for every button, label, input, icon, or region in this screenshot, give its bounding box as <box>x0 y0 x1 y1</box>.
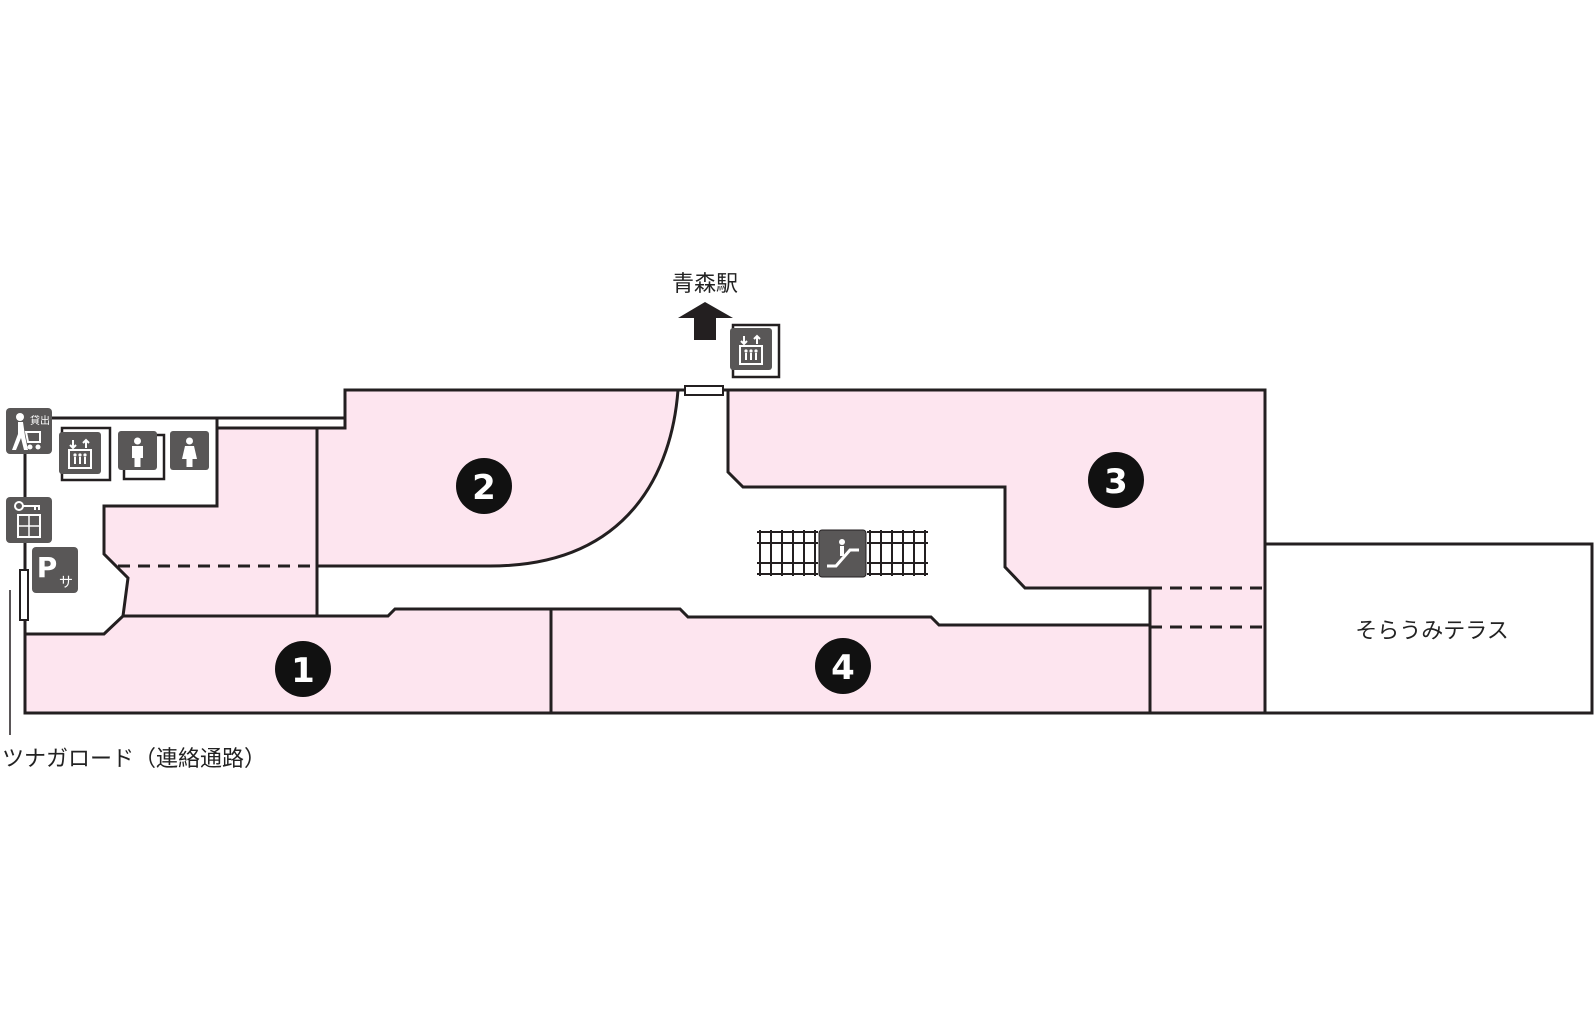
restroom-block <box>25 416 219 506</box>
shop-number-2: 2 <box>472 468 496 508</box>
connector-label: ツナガロード（連絡通路） <box>2 747 266 772</box>
stroller-rental-text: 貸出 <box>30 414 50 427</box>
terrace-label: そらうみテラス <box>1355 619 1509 644</box>
coin-locker-icon[interactable] <box>6 497 52 543</box>
women-restroom-icon[interactable] <box>170 431 209 470</box>
shop-marker-1[interactable]: 1 <box>275 641 331 697</box>
dashed-boundaries <box>118 564 1265 629</box>
up-arrow-icon <box>678 302 733 340</box>
stroller-rental-icon[interactable]: 貸出 <box>6 408 52 454</box>
elevator-icon[interactable] <box>729 323 781 379</box>
elevator-icon[interactable] <box>58 426 112 482</box>
shop-marker-3[interactable]: 3 <box>1088 452 1144 508</box>
shop-number-4: 4 <box>831 648 855 688</box>
terrace-area[interactable]: そらうみテラス <box>1263 542 1594 715</box>
escalator-icon <box>818 529 867 578</box>
shop-marker-4[interactable]: 4 <box>815 638 871 694</box>
escalator-steps-left <box>757 530 818 576</box>
escalator-steps-right <box>867 530 928 576</box>
escalator[interactable] <box>757 529 928 578</box>
shop-marker-2[interactable]: 2 <box>456 458 512 514</box>
shop-number-1: 1 <box>291 651 315 691</box>
station-entrance[interactable] <box>684 385 724 396</box>
parking-text-main: P <box>37 551 58 584</box>
connector-door[interactable] <box>9 569 29 735</box>
shop-number-3: 3 <box>1104 462 1128 502</box>
parking-service-icon[interactable]: P サ <box>32 547 78 593</box>
men-restroom-icon[interactable] <box>118 431 166 481</box>
parking-text-sub: サ <box>59 575 73 591</box>
station-label: 青森駅 <box>672 272 738 297</box>
